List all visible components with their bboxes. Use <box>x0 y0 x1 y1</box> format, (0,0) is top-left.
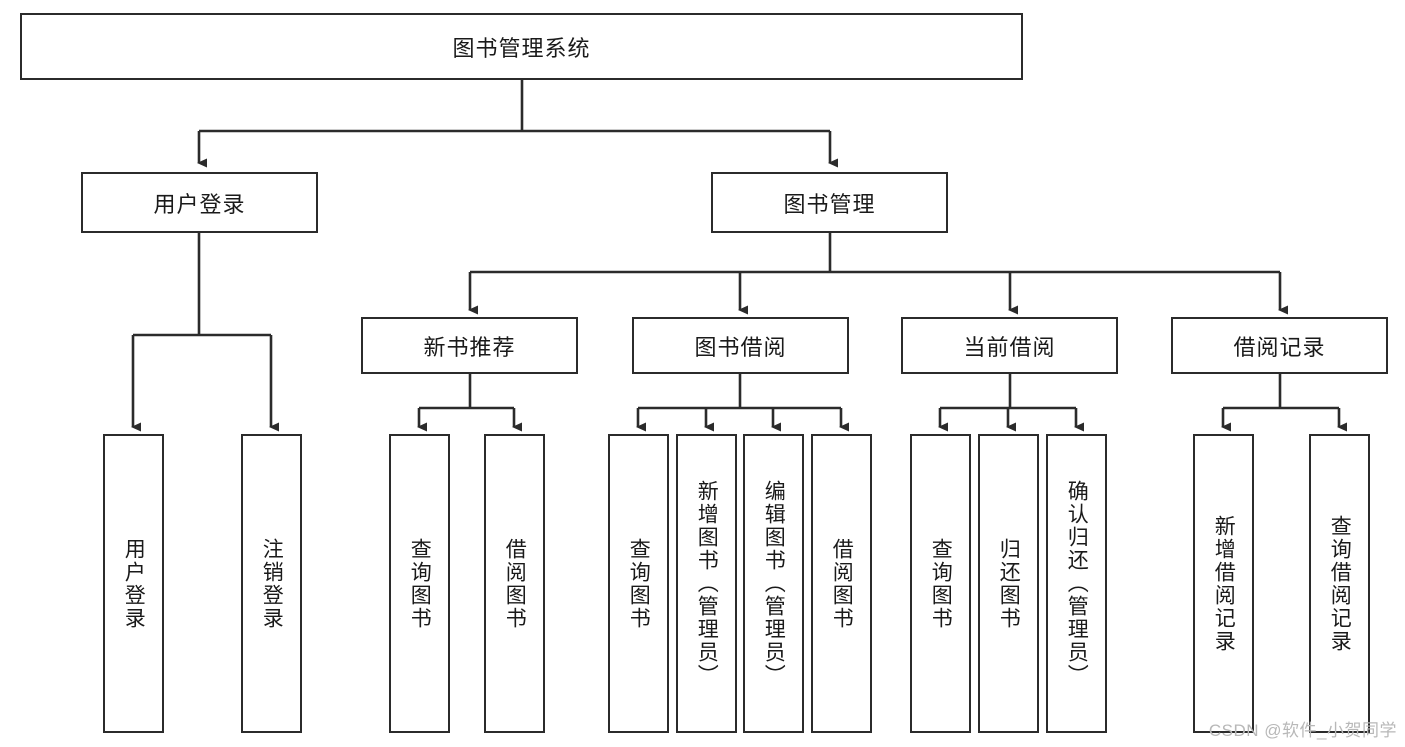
node-label: 图书借阅 <box>694 334 787 360</box>
node-new-book-recommend[interactable]: 新书推荐 <box>361 317 578 374</box>
node-label: 查询借阅记录 <box>1328 514 1352 653</box>
node-label: 确认归还（管理员） <box>1065 480 1089 687</box>
node-book-management[interactable]: 图书管理 <box>711 172 948 233</box>
leaf-add-borrow-record[interactable]: 新增借阅记录 <box>1193 434 1254 733</box>
leaf-query-book-current[interactable]: 查询图书 <box>910 434 971 733</box>
node-book-borrow[interactable]: 图书借阅 <box>632 317 849 374</box>
node-label: 查询图书 <box>929 537 953 630</box>
leaf-logout[interactable]: 注销登录 <box>241 434 302 733</box>
leaf-user-login[interactable]: 用户登录 <box>103 434 164 733</box>
node-label: 查询图书 <box>408 537 432 630</box>
leaf-borrow-book[interactable]: 借阅图书 <box>811 434 872 733</box>
node-label: 借阅图书 <box>503 537 527 630</box>
leaf-confirm-return-admin[interactable]: 确认归还（管理员） <box>1046 434 1107 733</box>
node-borrow-record[interactable]: 借阅记录 <box>1171 317 1388 374</box>
node-label: 图书管理系统 <box>452 35 591 61</box>
node-label: 查询图书 <box>627 537 651 630</box>
node-label: 编辑图书（管理员） <box>762 480 786 687</box>
leaf-borrow-book-recommend[interactable]: 借阅图书 <box>484 434 545 733</box>
node-label: 新增图书（管理员） <box>695 480 719 687</box>
leaf-edit-book-admin[interactable]: 编辑图书（管理员） <box>743 434 804 733</box>
node-label: 用户登录 <box>153 191 246 217</box>
node-label: 新书推荐 <box>423 334 516 360</box>
node-label: 用户登录 <box>122 537 146 630</box>
leaf-add-book-admin[interactable]: 新增图书（管理员） <box>676 434 737 733</box>
node-current-borrow[interactable]: 当前借阅 <box>901 317 1118 374</box>
node-user-login[interactable]: 用户登录 <box>81 172 318 233</box>
leaf-query-book-recommend[interactable]: 查询图书 <box>389 434 450 733</box>
node-label: 图书管理 <box>783 191 876 217</box>
leaf-query-borrow-record[interactable]: 查询借阅记录 <box>1309 434 1370 733</box>
node-label: 当前借阅 <box>963 334 1056 360</box>
node-root-book-management-system[interactable]: 图书管理系统 <box>20 13 1023 80</box>
node-label: 借阅记录 <box>1233 334 1326 360</box>
leaf-query-book-borrow[interactable]: 查询图书 <box>608 434 669 733</box>
node-label: 借阅图书 <box>830 537 854 630</box>
node-label: 归还图书 <box>997 537 1021 630</box>
node-label: 新增借阅记录 <box>1212 514 1236 653</box>
node-label: 注销登录 <box>260 537 284 630</box>
leaf-return-book[interactable]: 归还图书 <box>978 434 1039 733</box>
